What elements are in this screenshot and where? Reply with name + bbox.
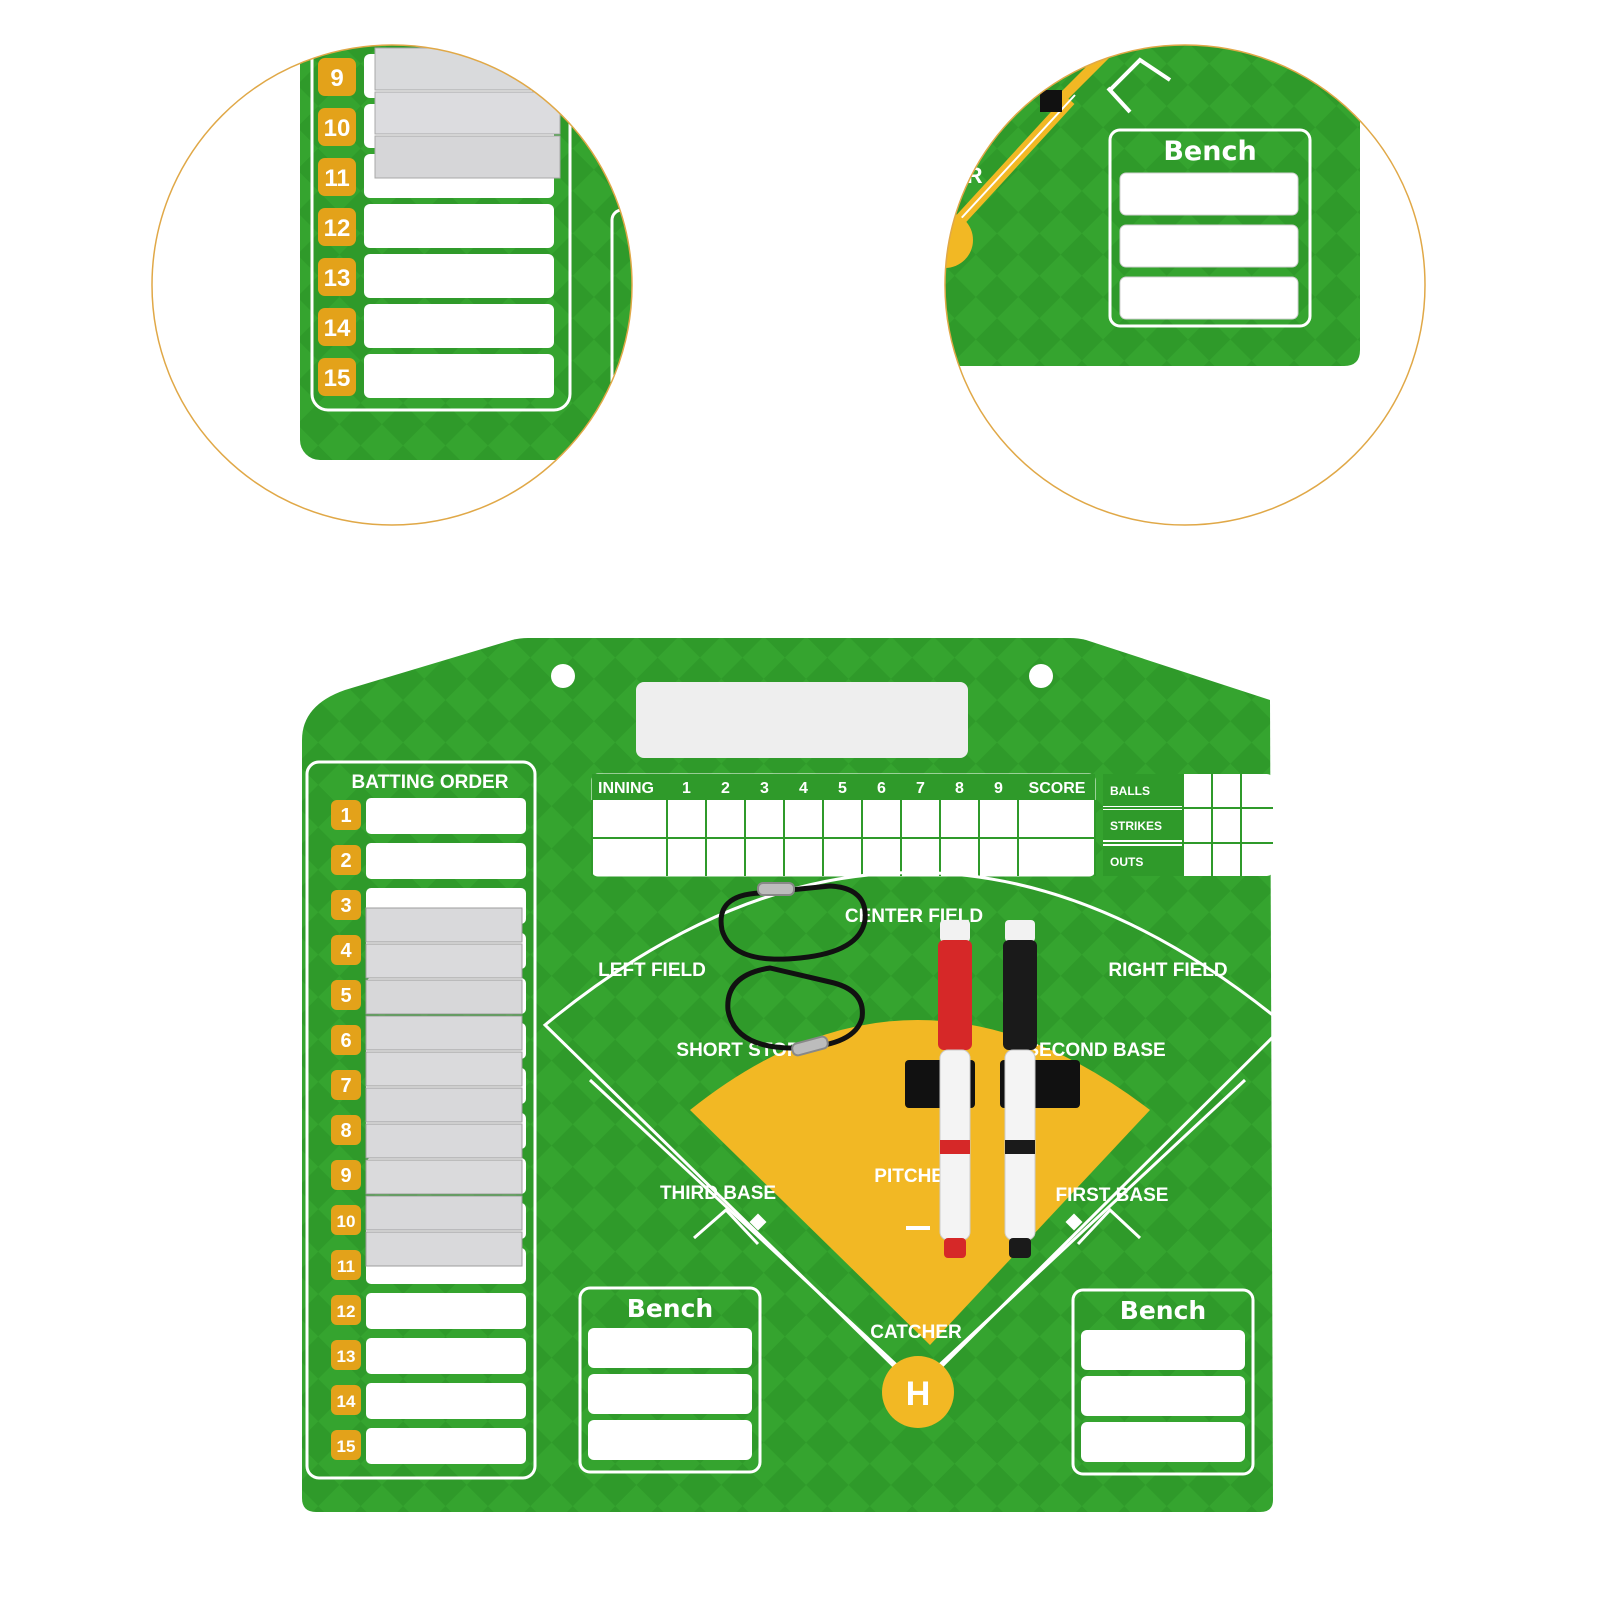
carabiner-clips: [718, 882, 868, 1057]
batting-number-badge: [331, 845, 361, 875]
zoom-number-badge: [318, 308, 356, 346]
batting-name-field: [366, 1383, 526, 1419]
inning-number: 9: [994, 780, 1003, 797]
balls-label: BALLS: [1110, 784, 1150, 798]
batting-order-title: BATTING ORDER: [352, 772, 509, 793]
batting-number-badge: [331, 1025, 361, 1055]
zoom-name-field: [364, 354, 554, 398]
zoom-batting-number: 13: [324, 265, 351, 292]
zoom-circle-bench: ER Bench: [944, 44, 1426, 526]
batting-number: 3: [340, 895, 351, 917]
label-right-field: RIGHT FIELD: [1108, 960, 1227, 981]
label-short-stop: SHORT STOP: [676, 1040, 799, 1061]
batting-number-badge: [331, 1250, 361, 1280]
zoom-number-badge: [318, 158, 356, 196]
inning-label: INNING: [598, 780, 654, 797]
outs-label: OUTS: [1110, 855, 1143, 869]
batting-number-badge: [331, 1430, 361, 1460]
batting-number: 9: [340, 1165, 351, 1187]
zoom-batting-number: 12: [324, 215, 351, 242]
bench-title: Bench: [1120, 1296, 1206, 1325]
batting-number-badge: [331, 1295, 361, 1325]
batting-name-field: [366, 1338, 526, 1374]
label-first-base: FIRST BASE: [1056, 1185, 1169, 1206]
count-board: BALLS STRIKES OUTS: [1103, 774, 1273, 876]
inning-number: 5: [838, 780, 847, 797]
inning-number: 1: [682, 780, 691, 797]
label-third-base: THIRD BASE: [660, 1183, 776, 1204]
batting-number: 15: [337, 1437, 356, 1456]
zoom-circle-batting-order: 9 10 11 12 13 14 15: [151, 44, 633, 526]
zoom-number-badge: [318, 58, 356, 96]
batting-name-field: [366, 798, 526, 834]
bench-title: Bench: [627, 1294, 713, 1323]
batting-number: 13: [337, 1347, 356, 1366]
zoom-batting-number: 11: [324, 165, 349, 192]
inning-number: 8: [955, 780, 964, 797]
batting-name-field: [366, 1428, 526, 1464]
hang-hole-left: [551, 664, 575, 688]
zoom-circle-outline: [944, 44, 1426, 526]
batting-number: 6: [340, 1030, 351, 1052]
zoom-batting-number: 9: [330, 65, 343, 92]
zoom-number-badge: [318, 358, 356, 396]
batting-number: 5: [340, 985, 351, 1007]
batting-number-badge: [331, 800, 361, 830]
zoom-bench-title: Bench: [1163, 136, 1256, 167]
inning-number: 4: [799, 780, 808, 797]
batting-number: 1: [340, 805, 351, 827]
batting-name-field: [366, 843, 526, 879]
strikes-label: STRIKES: [1110, 819, 1162, 833]
inning-scoreboard: INNING 1 2 3 4 5 6 7 8 9 SCORE: [591, 773, 1096, 877]
batting-number-badge: [331, 1070, 361, 1100]
batting-number: 12: [337, 1302, 356, 1321]
batting-number-badge: [331, 1385, 361, 1415]
batting-number: 7: [340, 1075, 351, 1097]
batting-number: 10: [337, 1212, 356, 1231]
hang-hole-right: [1029, 664, 1053, 688]
batting-order-panel: [305, 760, 537, 1480]
batting-number-badge: [331, 1340, 361, 1370]
zoom-name-field: [364, 304, 554, 348]
batting-name-field: [366, 1293, 526, 1329]
label-pitcher: PITCHER: [874, 1166, 958, 1187]
inning-number: 7: [916, 780, 925, 797]
bench-box-left: Bench: [578, 1286, 762, 1474]
zoom-batting-number: 15: [324, 365, 351, 392]
batting-number-badge: [331, 890, 361, 920]
zoom-name-field: [364, 254, 554, 298]
label-second-base: SECOND BASE: [1026, 1040, 1165, 1061]
zoom-circle-outline: [151, 44, 633, 526]
score-label: SCORE: [1029, 780, 1086, 797]
label-left-field: LEFT FIELD: [598, 960, 706, 981]
inning-number: 3: [760, 780, 769, 797]
batting-number-badge: [331, 1115, 361, 1145]
title-write-area: [636, 682, 968, 758]
dry-erase-markers: [905, 920, 1080, 1258]
batting-number: 14: [337, 1392, 356, 1411]
batting-number: 11: [337, 1257, 355, 1276]
batting-number: 2: [340, 850, 351, 872]
batting-number-badge: [331, 980, 361, 1010]
inning-number: 6: [877, 780, 886, 797]
batting-number-badge: [331, 1205, 361, 1235]
zoom-name-field: [364, 204, 554, 248]
batting-number-badge: [331, 935, 361, 965]
batting-number: 8: [340, 1120, 351, 1142]
magnetic-strips: [365, 907, 523, 1267]
zoom-batting-number: 14: [324, 315, 351, 342]
label-catcher: CATCHER: [870, 1322, 962, 1343]
bench-box-right: Bench: [1071, 1288, 1255, 1476]
batting-number-badge: [331, 1160, 361, 1190]
batting-number: 4: [340, 940, 352, 962]
inning-number: 2: [721, 780, 730, 797]
zoom-batting-number: 10: [324, 115, 351, 142]
svg-text:H: H: [906, 1375, 931, 1413]
zoom-number-badge: [318, 258, 356, 296]
zoom-number-badge: [318, 208, 356, 246]
zoom-number-badge: [318, 108, 356, 146]
